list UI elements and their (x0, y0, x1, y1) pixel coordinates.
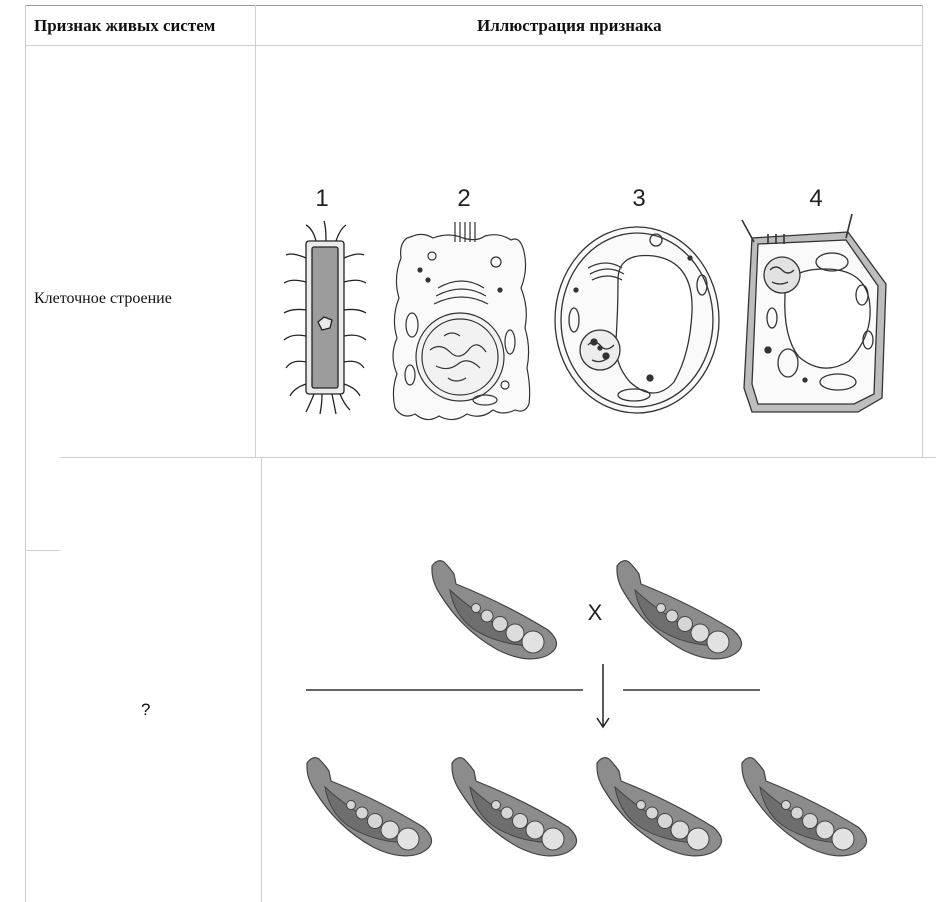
down-arrow (596, 664, 610, 729)
cell-label-3: 3 (632, 185, 645, 212)
bacterium-cell (283, 220, 367, 415)
fungal-cell (554, 226, 720, 414)
row2-feature-question: ? (141, 700, 151, 719)
offspring-pod-3 (596, 757, 723, 857)
header-illustration: Иллюстрация признака (477, 16, 662, 35)
column-divider-bottom (261, 457, 262, 902)
table-right-border (922, 5, 923, 457)
cross-symbol: X (588, 600, 603, 625)
row1-bottom-border-left-stub (25, 550, 60, 551)
table-top-border (25, 5, 923, 6)
offspring-pod-2 (451, 757, 578, 857)
header-feature: Признак живых систем (34, 16, 216, 35)
plant-cell (741, 213, 887, 413)
offspring-pod-4 (741, 757, 868, 857)
parent-pod-2 (616, 560, 743, 660)
cell-label-2: 2 (457, 185, 470, 212)
row1-feature-text: Клеточное строение (34, 290, 172, 307)
cell-label-4: 4 (809, 185, 822, 212)
header-bottom-border (25, 45, 923, 46)
offspring-pod-1 (306, 757, 433, 857)
column-divider-top (255, 5, 256, 457)
row1-bottom-border (60, 457, 936, 458)
animal-cell (392, 222, 531, 421)
parent-pod-1 (431, 560, 558, 660)
cell-label-1: 1 (315, 185, 328, 212)
table-left-border (25, 5, 26, 902)
